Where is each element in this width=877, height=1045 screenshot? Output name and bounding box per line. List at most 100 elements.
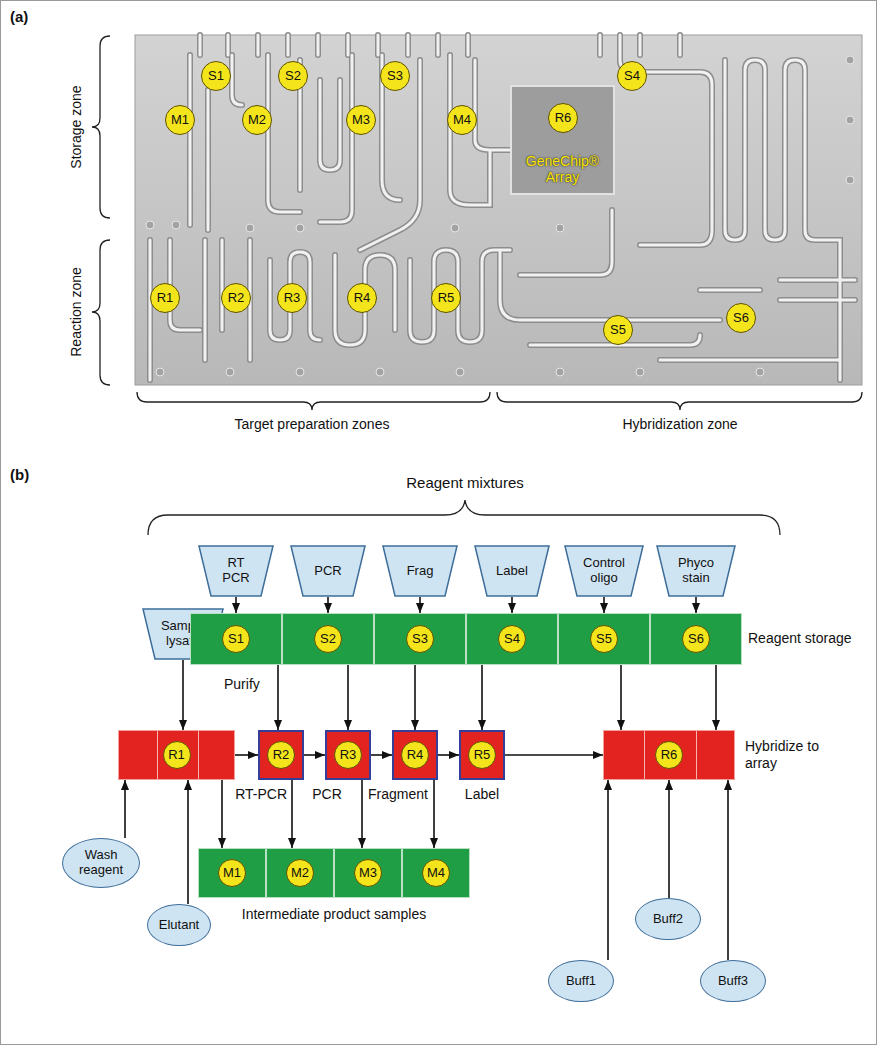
- text-label: Fragment: [364, 786, 432, 803]
- chip-illustration: [376, 368, 384, 376]
- chamber-divider: [157, 731, 158, 779]
- callout-circle: R3: [277, 283, 307, 313]
- trapezoid-outline: [565, 546, 643, 596]
- node-label: RT PCR: [216, 556, 256, 586]
- callout-number: M2: [286, 859, 314, 887]
- chip-holes: [146, 56, 854, 376]
- reaction-chamber: R1: [118, 730, 235, 780]
- flow-arrow: [607, 780, 609, 960]
- callout-circle: S6: [726, 303, 756, 333]
- callout-number: M1: [218, 859, 246, 887]
- callout-number: S4: [498, 625, 526, 653]
- node-label: R4: [354, 291, 371, 306]
- bracket: [92, 36, 862, 535]
- text-label: Intermediate product samples: [200, 906, 468, 923]
- callout-number: S2: [314, 625, 342, 653]
- flow-arrow: [695, 597, 697, 613]
- callout-number: R3: [334, 741, 362, 769]
- chip-illustration: [148, 500, 780, 535]
- flow-arrow: [715, 665, 717, 730]
- chamber-divider: [644, 731, 645, 779]
- storage-cell: S1: [190, 613, 282, 665]
- flow-arrow: [361, 780, 363, 848]
- reagent-trapezoid: RT PCR: [198, 545, 274, 597]
- storage-cell: M4: [402, 848, 470, 898]
- trapezoid-outline: [475, 546, 549, 596]
- buffer-oval: Elutant: [147, 904, 211, 946]
- reagent-trapezoid: Control oligo: [564, 545, 644, 597]
- chamber-divider: [696, 731, 697, 779]
- node-label: S6: [733, 311, 749, 326]
- node-label: S3: [387, 69, 403, 84]
- callout-number: S5: [590, 625, 618, 653]
- reaction-cell: R3: [325, 730, 371, 780]
- flow-arrow: [433, 780, 435, 848]
- chip-illustration: [296, 368, 304, 376]
- chip-illustration: [146, 221, 154, 229]
- storage-cell: S4: [466, 613, 558, 665]
- text-label: RT-PCR: [222, 786, 287, 803]
- callout-number: R4: [401, 741, 429, 769]
- flow-arrow: [419, 597, 421, 613]
- flow-arrow: [187, 780, 189, 904]
- storage-cell: M1: [198, 848, 266, 898]
- node-label: R6: [555, 111, 572, 126]
- callout-circle: S4: [617, 61, 647, 91]
- callout-circle: S1: [201, 61, 231, 91]
- node-label: Buff2: [653, 912, 683, 927]
- node-label: R3: [284, 291, 301, 306]
- storage-cell: S3: [374, 613, 466, 665]
- callout-number: S3: [406, 625, 434, 653]
- flow-arrow: [235, 754, 258, 756]
- flow-arrow: [511, 597, 513, 613]
- flow-arrow: [668, 780, 670, 898]
- buffer-oval: Buff2: [635, 898, 701, 940]
- node-label: S5: [610, 323, 626, 338]
- flow-arrow: [438, 754, 459, 756]
- chip-illustration: [846, 116, 854, 124]
- chip-illustration: [846, 56, 854, 64]
- chip-illustration: [226, 368, 234, 376]
- node-label: Wash reagent: [73, 848, 129, 878]
- chip-illustration: [296, 224, 304, 232]
- reagent-trapezoid: PCR: [290, 545, 366, 597]
- callout-circle: S3: [380, 61, 410, 91]
- flow-arrow: [221, 780, 223, 848]
- callout-circle: M1: [165, 105, 195, 135]
- text-label: Hybridize to array: [745, 738, 823, 772]
- text-label: Reagent storage: [748, 630, 868, 647]
- storage-cell: S2: [282, 613, 374, 665]
- chip-illustration: [156, 368, 164, 376]
- node-label: M1: [171, 113, 189, 128]
- node-label: R2: [228, 291, 245, 306]
- trapezoid-outline: [657, 546, 735, 596]
- chip-illustration: [92, 240, 110, 385]
- flow-arrow: [620, 665, 622, 730]
- flow-arrow: [603, 597, 605, 613]
- flow-arrow: [371, 754, 392, 756]
- callout-number: M3: [354, 859, 382, 887]
- node-label: S2: [285, 69, 301, 84]
- text-label: Label: [452, 786, 512, 803]
- callout-circle: R1: [150, 283, 180, 313]
- text-label: Hybridization zone: [555, 416, 805, 433]
- node-label: Buff1: [566, 974, 596, 989]
- storage-cell: S6: [650, 613, 742, 665]
- reaction-cell: R4: [392, 730, 438, 780]
- reagent-trapezoid: Frag: [382, 545, 458, 597]
- text-label: (a): [10, 8, 50, 26]
- callout-number: S6: [682, 625, 710, 653]
- node-label: S4: [624, 69, 640, 84]
- text-label: (b): [10, 466, 50, 484]
- callout-number: R6: [655, 741, 683, 769]
- node-label: M2: [248, 113, 266, 128]
- array-chip: GeneChip® Array R6: [510, 85, 615, 195]
- channel-shadow: [150, 35, 855, 380]
- chamber-divider: [198, 731, 199, 779]
- node-label: GeneChip® Array: [517, 153, 609, 185]
- flow-arrow: [327, 597, 329, 613]
- storage-cell: S5: [558, 613, 650, 665]
- node-label: Elutant: [159, 918, 199, 933]
- text-label: PCR: [297, 786, 357, 803]
